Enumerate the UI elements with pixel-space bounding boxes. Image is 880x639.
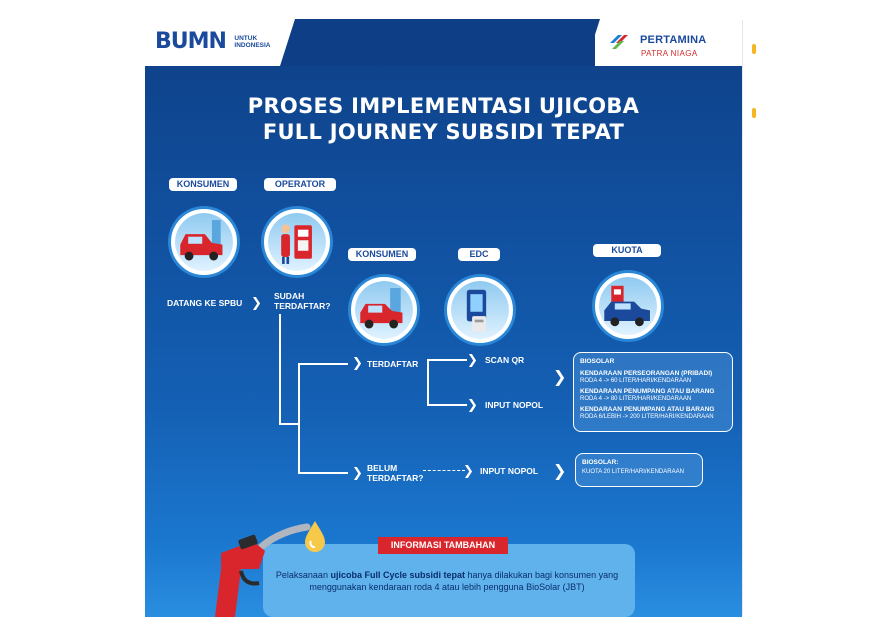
info-tag: INFORMASI TAMBAHAN [378,537,508,554]
quota-item-detail: RODA 4 -> 80 LITER/HARI/KENDARAAN [580,396,692,402]
side-indicator [752,108,756,118]
flow-scan-qr: SCAN QR [485,355,525,365]
quota-unregistered-box: BIOSOLAR: KUOTA 20 LITER/HARI/KENDARAAN [575,453,703,487]
flow-line [427,359,467,361]
flow-input-nopol-1: INPUT NOPOL [485,400,544,410]
flow-belum: BELUM TERDAFTAR? [367,463,424,483]
chevron-right-icon: ❯ [553,369,567,386]
bumn-logo: BUMN UNTUK INDONESIA [155,31,295,53]
step-konsumen-1: KONSUMEN [169,178,237,191]
quota-item-detail: RODA 4 -> 60 LITER/HARI/KENDARAAN [580,378,692,384]
step-konsumen-2: KONSUMEN [348,248,416,261]
circle-konsumen-1 [171,209,237,275]
step-edc: EDC [458,248,500,261]
quota-unregistered-title: BIOSOLAR: [582,459,619,466]
fuel-nozzle-icon [215,523,311,617]
step-kuota: KUOTA [593,244,661,257]
flow-terdaftar: TERDAFTAR [367,359,419,369]
flow-line [279,423,299,425]
header-shape [280,19,600,66]
bumn-logo-text: BUMN [155,29,227,54]
car-icon [360,288,403,329]
info-text-post: hanya dilakukan bagi konsumen yang mengg… [309,570,619,592]
circle-edc [447,277,513,343]
flow-line [298,363,348,365]
info-text-bold: ujicoba Full Cycle subsidi tepat [330,570,465,580]
chevron-right-icon: ❯ [467,352,478,367]
car-icon [604,285,650,327]
infographic-poster[interactable]: BUMN UNTUK INDONESIA PERTAMINA PATRA NIA… [145,19,742,617]
quota-unregistered-detail: KUOTA 20 LITER/HARI/KENDARAAN [582,469,684,475]
page-side-strip [742,20,756,616]
chevron-right-icon: ❯ [553,463,567,480]
flow-line [427,359,429,405]
quota-item: KENDARAAN PENUMPANG ATAU BARANG RODA 6/L… [580,406,726,421]
chevron-right-icon: ❯ [352,355,363,370]
flow-sudah: SUDAH TERDAFTAR? [274,291,331,311]
fuel-drop-icon [305,521,325,552]
car-icon [180,220,223,261]
chevron-right-icon: ❯ [467,397,478,412]
flow-line [298,472,348,474]
fuel-pump-icon [281,224,312,264]
flow-line [298,363,300,473]
chevron-right-icon: ❯ [463,463,474,478]
quota-item-name: KENDARAAN PERSEORANGAN (PRIBADI) [580,370,713,377]
flow-input-nopol-2: INPUT NOPOL [480,466,539,476]
flow-line [427,404,467,406]
flow-line-dashed [423,470,465,471]
circle-kuota [595,273,661,339]
quota-registered-title: BIOSOLAR [580,358,615,365]
step-operator: OPERATOR [264,178,336,191]
flow-line [279,314,281,424]
info-text: Pelaksanaan ujicoba Full Cycle subsidi t… [269,569,625,593]
title-line-2: FULL JOURNEY SUBSIDI TEPAT [262,120,625,144]
circle-operator [264,209,330,275]
bumn-logo-sub: UNTUK INDONESIA [234,35,271,49]
card-reader-icon [466,289,487,332]
quota-item-name: KENDARAAN PENUMPANG ATAU BARANG [580,406,715,413]
info-box [263,544,635,617]
pertamina-logo: PERTAMINA PATRA NIAGA [608,31,728,61]
quota-item: KENDARAAN PERSEORANGAN (PRIBADI) RODA 4 … [580,370,726,385]
side-indicator [752,44,756,54]
pertamina-name: PERTAMINA [640,34,707,46]
pertamina-sub: PATRA NIAGA [641,49,698,58]
chevron-right-icon: ❯ [251,295,262,310]
quota-registered-box: BIOSOLAR KENDARAAN PERSEORANGAN (PRIBADI… [573,352,733,432]
chevron-right-icon: ❯ [352,465,363,480]
quota-item: KENDARAAN PENUMPANG ATAU BARANG RODA 4 -… [580,388,726,403]
quota-item-name: KENDARAAN PENUMPANG ATAU BARANG [580,388,715,395]
circle-konsumen-2 [351,277,417,343]
pertamina-mark-icon [610,35,628,49]
info-text-pre: Pelaksanaan [275,570,331,580]
quota-item-detail: RODA 6/LEBIH -> 200 LITER/HARI/KENDARAAN [580,414,714,420]
title-line-1: PROSES IMPLEMENTASI UJICOBA [247,94,640,118]
flow-datang: DATANG KE SPBU [167,298,243,308]
